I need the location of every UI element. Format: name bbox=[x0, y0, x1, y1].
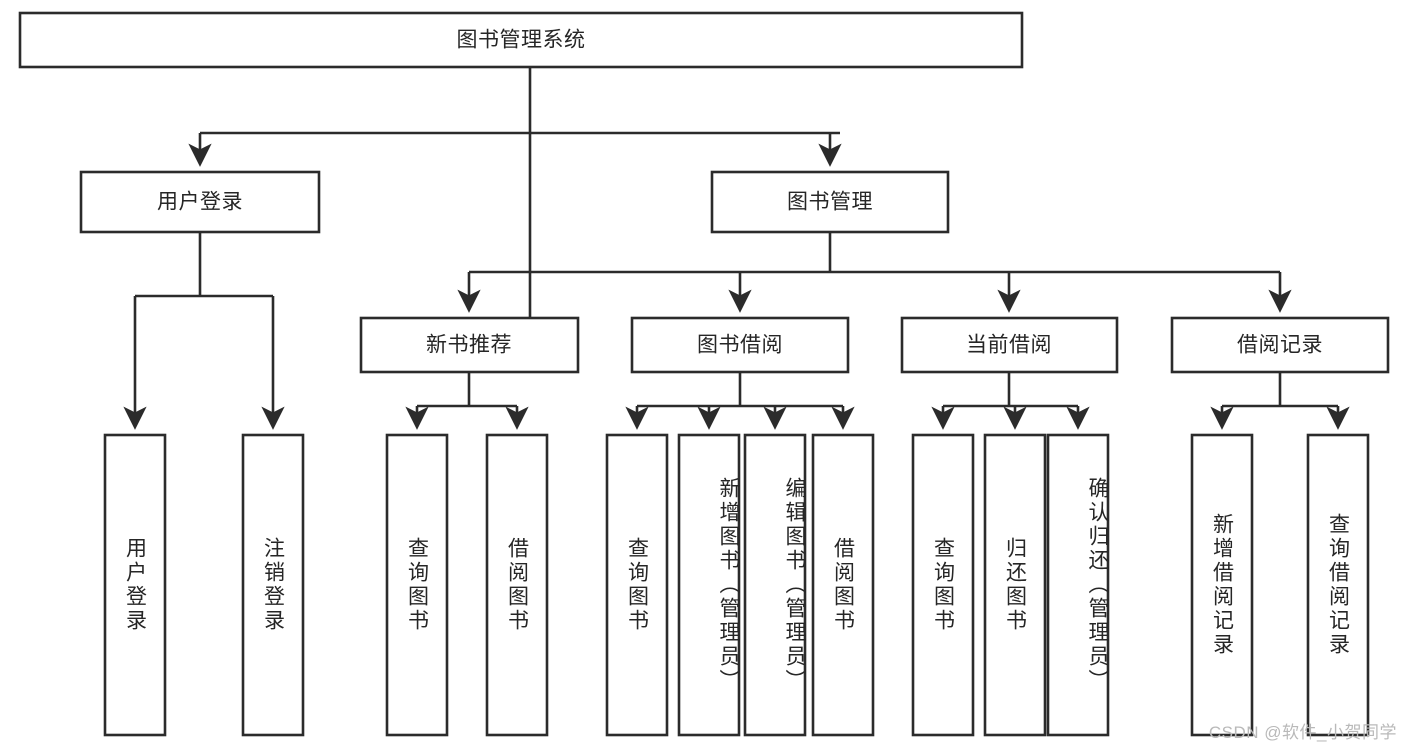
leaf-box-user-login[interactable] bbox=[103, 433, 167, 737]
leaf-box-query-book-2[interactable] bbox=[605, 433, 669, 737]
node-current-borrow-box[interactable] bbox=[900, 316, 1119, 374]
connector-group-root bbox=[188, 67, 842, 320]
node-root-label: 图书管理系统 bbox=[457, 29, 586, 52]
leaf-box-return-book[interactable] bbox=[983, 433, 1047, 737]
leaf-box-logout[interactable] bbox=[241, 433, 305, 737]
node-current-borrow-label: 当前借阅 bbox=[966, 334, 1052, 357]
connector-group-new-book bbox=[405, 372, 529, 430]
node-borrow-records[interactable]: 借阅记录 bbox=[1170, 316, 1390, 374]
connector-group-borrow bbox=[625, 372, 855, 430]
leaf-box-edit-book-admin[interactable] bbox=[743, 433, 807, 737]
node-root[interactable]: 图书管理系统 bbox=[18, 11, 1024, 69]
node-user-login[interactable]: 用户登录 bbox=[79, 170, 321, 234]
leaf-box-add-book-admin[interactable] bbox=[677, 433, 741, 737]
leaf-box-confirm-return-admin[interactable] bbox=[1046, 433, 1110, 737]
connector-group-user-login bbox=[123, 232, 285, 430]
node-user-login-box[interactable] bbox=[79, 170, 321, 234]
leaf-box-borrow-book-1[interactable] bbox=[485, 433, 549, 737]
node-new-book-recommend[interactable]: 新书推荐 bbox=[359, 316, 580, 374]
node-new-book-recommend-label: 新书推荐 bbox=[426, 334, 512, 357]
node-current-borrow[interactable]: 当前借阅 bbox=[900, 316, 1119, 374]
node-borrow-records-label: 借阅记录 bbox=[1237, 334, 1323, 357]
connector-group-current bbox=[931, 372, 1090, 430]
leaf-nodes bbox=[103, 433, 1370, 737]
leaf-box-add-record[interactable] bbox=[1190, 433, 1254, 737]
leaf-box-borrow-book-2[interactable] bbox=[811, 433, 875, 737]
watermark-text: CSDN @软件_小贺同学 bbox=[1208, 723, 1397, 742]
node-new-book-recommend-box[interactable] bbox=[359, 316, 580, 374]
node-book-mgmt-box[interactable] bbox=[710, 170, 950, 234]
connector-group-book-mgmt bbox=[457, 232, 1292, 313]
connector-group-records bbox=[1210, 372, 1350, 430]
node-root-box[interactable] bbox=[18, 11, 1024, 69]
node-book-borrow[interactable]: 图书借阅 bbox=[630, 316, 850, 374]
node-book-mgmt-label: 图书管理 bbox=[787, 191, 873, 214]
leaf-box-query-book-1[interactable] bbox=[385, 433, 449, 737]
node-borrow-records-box[interactable] bbox=[1170, 316, 1390, 374]
node-book-borrow-box[interactable] bbox=[630, 316, 850, 374]
leaf-box-query-record[interactable] bbox=[1306, 433, 1370, 737]
node-user-login-label: 用户登录 bbox=[157, 191, 243, 214]
node-book-mgmt[interactable]: 图书管理 bbox=[710, 170, 950, 234]
node-book-borrow-label: 图书借阅 bbox=[697, 334, 783, 357]
leaf-box-query-book-3[interactable] bbox=[911, 433, 975, 737]
